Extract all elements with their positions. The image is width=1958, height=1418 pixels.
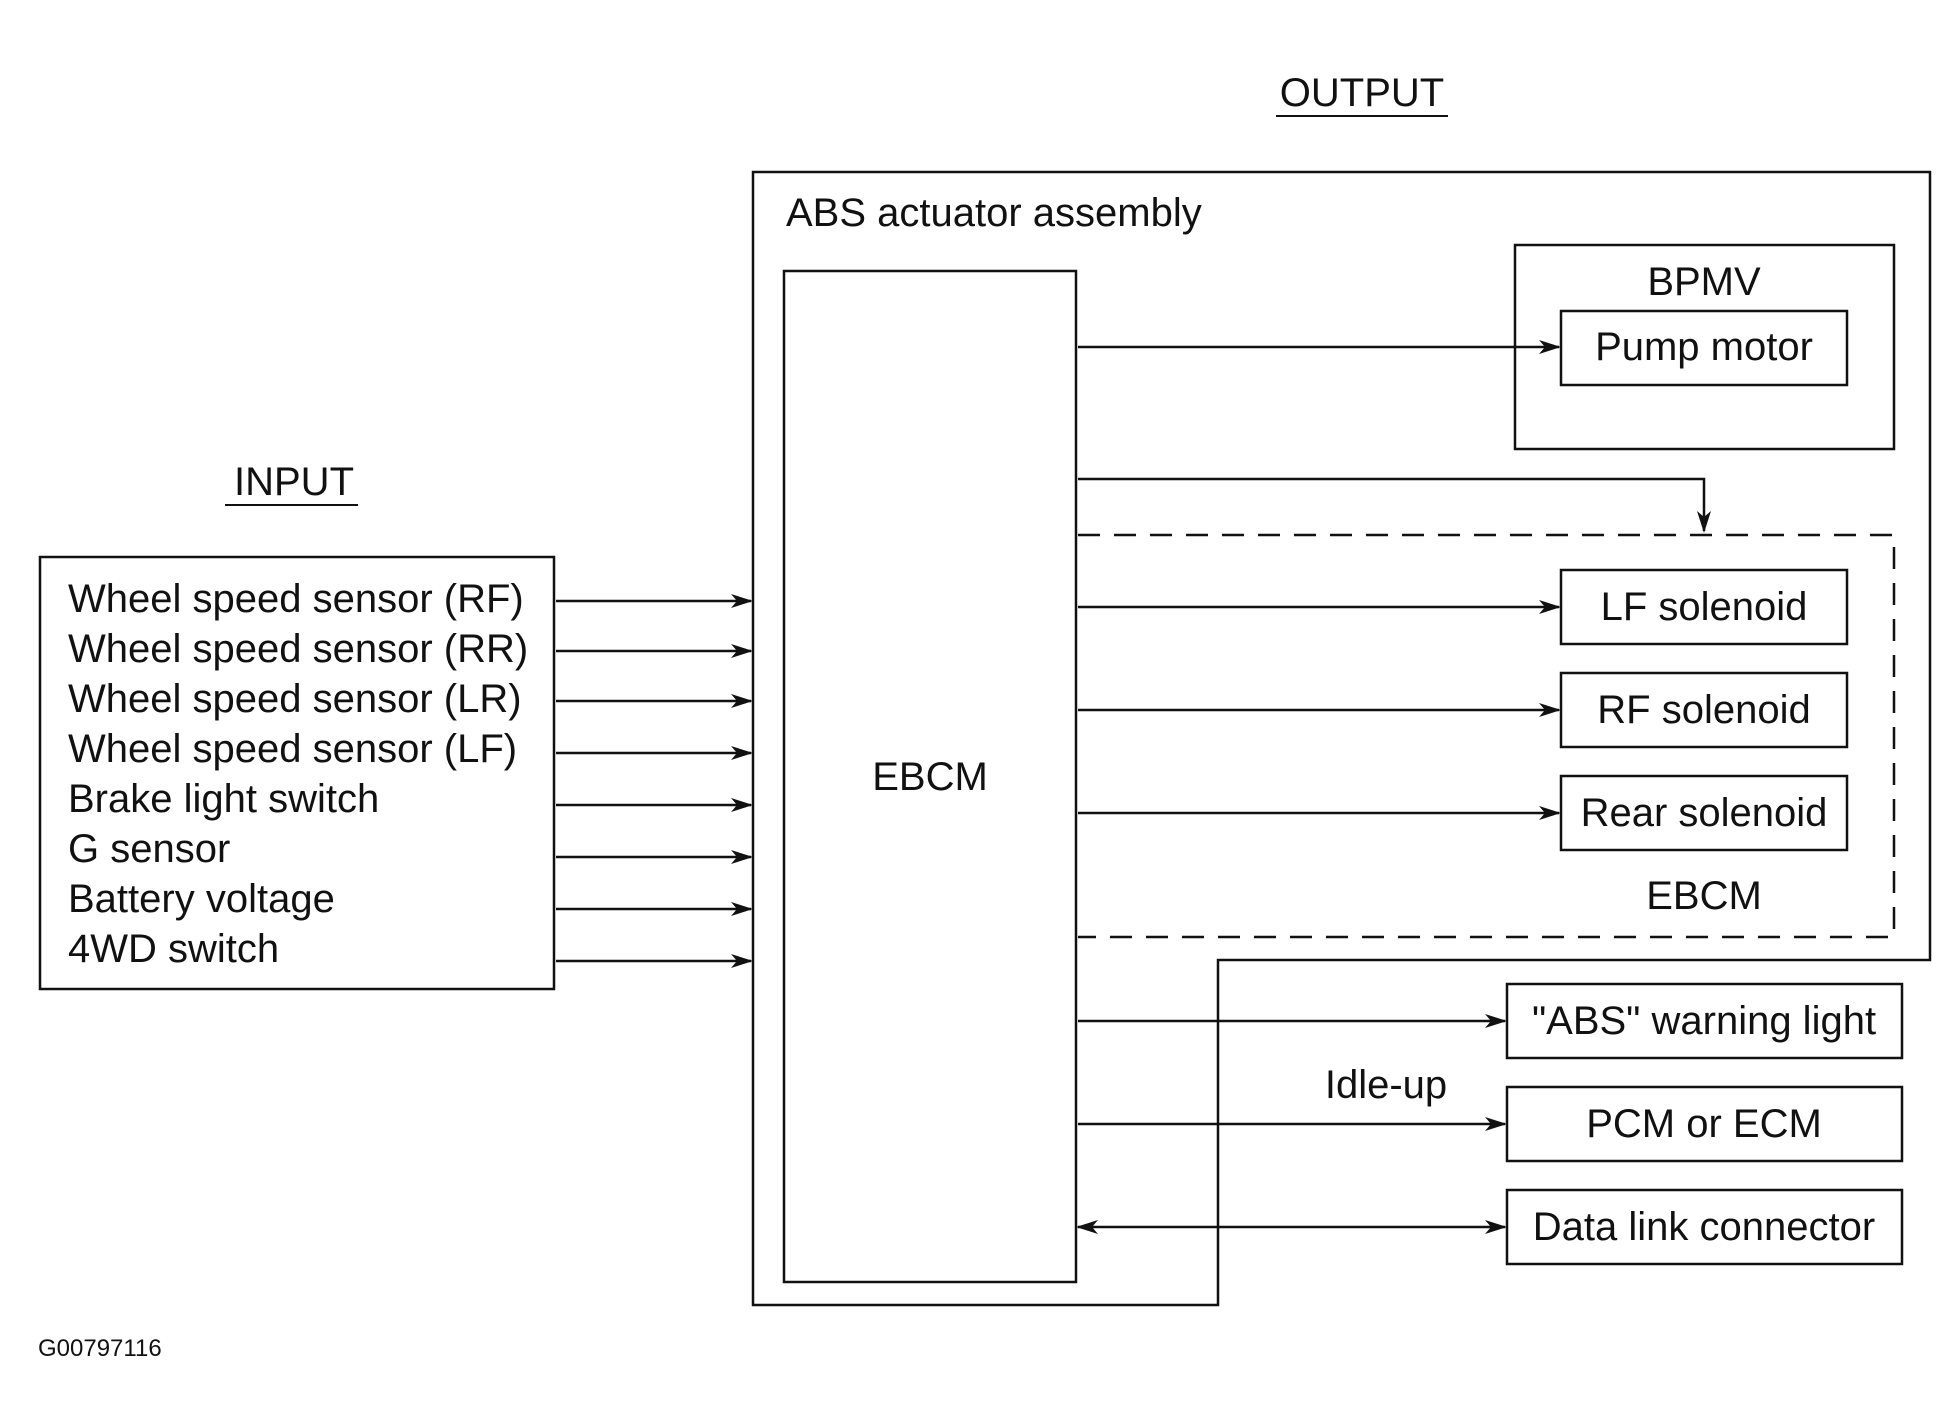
lf-solenoid-box — [1559, 568, 1849, 646]
data-link-connector-box — [1505, 1188, 1904, 1266]
ebcm-internal-arrows — [1078, 340, 1711, 820]
input-label-battery-voltage: Battery voltage — [68, 877, 335, 921]
idle-up-label: Idle-up — [1325, 1063, 1447, 1107]
output-header: OUTPUT — [1280, 71, 1444, 115]
input-label-wss-rr: Wheel speed sensor (RR) — [68, 627, 528, 671]
input-label-4wd-switch: 4WD switch — [68, 927, 279, 971]
input-label-g-sensor: G sensor — [68, 827, 230, 871]
abs-actuator-assembly-outline — [751, 170, 1932, 1307]
input-label-wss-lr: Wheel speed sensor (LR) — [68, 677, 522, 721]
rear-solenoid-box — [1559, 774, 1849, 852]
external-output-arrows — [1076, 1014, 1507, 1234]
arrow-ebcm-to-solenoid-group — [1078, 477, 1711, 533]
input-label-wss-rf: Wheel speed sensor (RF) — [68, 577, 524, 621]
bpmv-title: BPMV — [1647, 260, 1761, 304]
lf-solenoid-label: LF solenoid — [1601, 585, 1808, 629]
abs-warning-light-box — [1505, 982, 1904, 1060]
rf-solenoid-label: RF solenoid — [1597, 688, 1810, 732]
data-link-connector-label: Data link connector — [1533, 1205, 1875, 1249]
abs-actuator-assembly-title: ABS actuator assembly — [786, 191, 1202, 235]
input-header: INPUT — [234, 460, 354, 504]
figure-id: G00797116 — [38, 1335, 162, 1362]
pump-motor-box — [1559, 309, 1849, 387]
ebcm-label: EBCM — [872, 755, 988, 799]
abs-warning-light-label: "ABS" warning light — [1532, 999, 1876, 1043]
rf-solenoid-box — [1559, 671, 1849, 749]
pcm-or-ecm-box — [1505, 1085, 1904, 1163]
input-arrows — [556, 594, 753, 968]
rear-solenoid-label: Rear solenoid — [1581, 791, 1828, 835]
pump-motor-label: Pump motor — [1595, 325, 1813, 369]
input-box — [38, 555, 556, 991]
solenoid-group-dashed-outline — [1078, 533, 1896, 939]
solenoid-group-ebcm-label: EBCM — [1646, 874, 1762, 918]
input-label-brake-light-switch: Brake light switch — [68, 777, 379, 821]
input-label-wss-lf: Wheel speed sensor (LF) — [68, 727, 517, 771]
pcm-or-ecm-label: PCM or ECM — [1586, 1102, 1822, 1146]
ebcm-block — [782, 269, 1078, 1284]
